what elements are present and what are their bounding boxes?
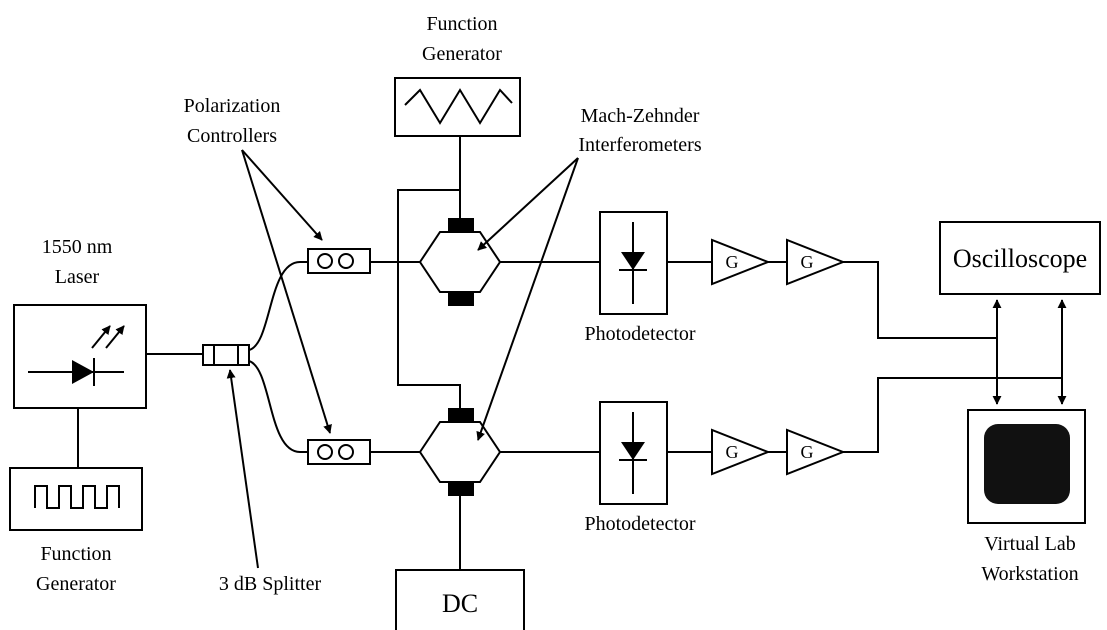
mach-zehnder-top [418, 218, 502, 306]
laser-label-line1: 1550 nm [42, 236, 113, 258]
dc-source [395, 569, 525, 630]
workstation-label-line1: Virtual Lab [984, 533, 1076, 555]
photodiode-icon [621, 442, 645, 460]
function-generator-bottom [9, 467, 143, 531]
photodiode-icon [621, 252, 645, 270]
function-generator-bottom-label-line2: Generator [36, 573, 116, 595]
function-generator-bottom-label-line1: Function [40, 543, 111, 565]
mach-zehnder-label-line2: Interferometers [578, 134, 701, 156]
workstation [967, 409, 1086, 524]
function-generator-top-label-line1: Function [426, 13, 497, 35]
dc-label: DC [442, 589, 478, 618]
function-generator-top-label-line2: Generator [422, 43, 502, 65]
triangle-wave-icon [404, 88, 513, 125]
splitter-label: 3 dB Splitter [219, 573, 322, 595]
amplifier-bottom-2-label: G [801, 442, 814, 462]
oscilloscope-label: Oscilloscope [953, 244, 1087, 273]
splitter [202, 344, 250, 366]
photodetector-bottom-label: Photodetector [584, 513, 695, 535]
function-generator-top [394, 77, 521, 137]
polarization-controllers-label-line2: Controllers [187, 125, 277, 147]
amplifier-bottom-1 [711, 428, 771, 476]
amplifier-top-2 [786, 238, 846, 286]
laser-label-line2: Laser [55, 266, 100, 288]
photodetector-bottom [599, 401, 668, 505]
workstation-label-line2: Workstation [981, 563, 1078, 585]
laser-source [13, 304, 147, 409]
polarization-controller-bottom [307, 439, 371, 465]
laser-diode-icon [72, 360, 94, 384]
polarization-controllers-label-line1: Polarization [184, 95, 281, 117]
photodetector-top [599, 211, 668, 315]
mach-zehnder-label-line1: Mach-Zehnder [581, 105, 700, 127]
amplifier-top-2-label: G [801, 252, 814, 272]
monitor-screen-icon [984, 424, 1070, 504]
photodetector-top-label: Photodetector [584, 323, 695, 345]
oscilloscope [939, 221, 1101, 295]
mach-zehnder-bottom [418, 408, 502, 496]
square-wave-icon [34, 485, 120, 509]
polarization-controller-top [307, 248, 371, 274]
amplifier-top-1-label: G [726, 252, 739, 272]
amplifier-top-1 [711, 238, 771, 286]
amplifier-bottom-2 [786, 428, 846, 476]
amplifier-bottom-1-label: G [726, 442, 739, 462]
